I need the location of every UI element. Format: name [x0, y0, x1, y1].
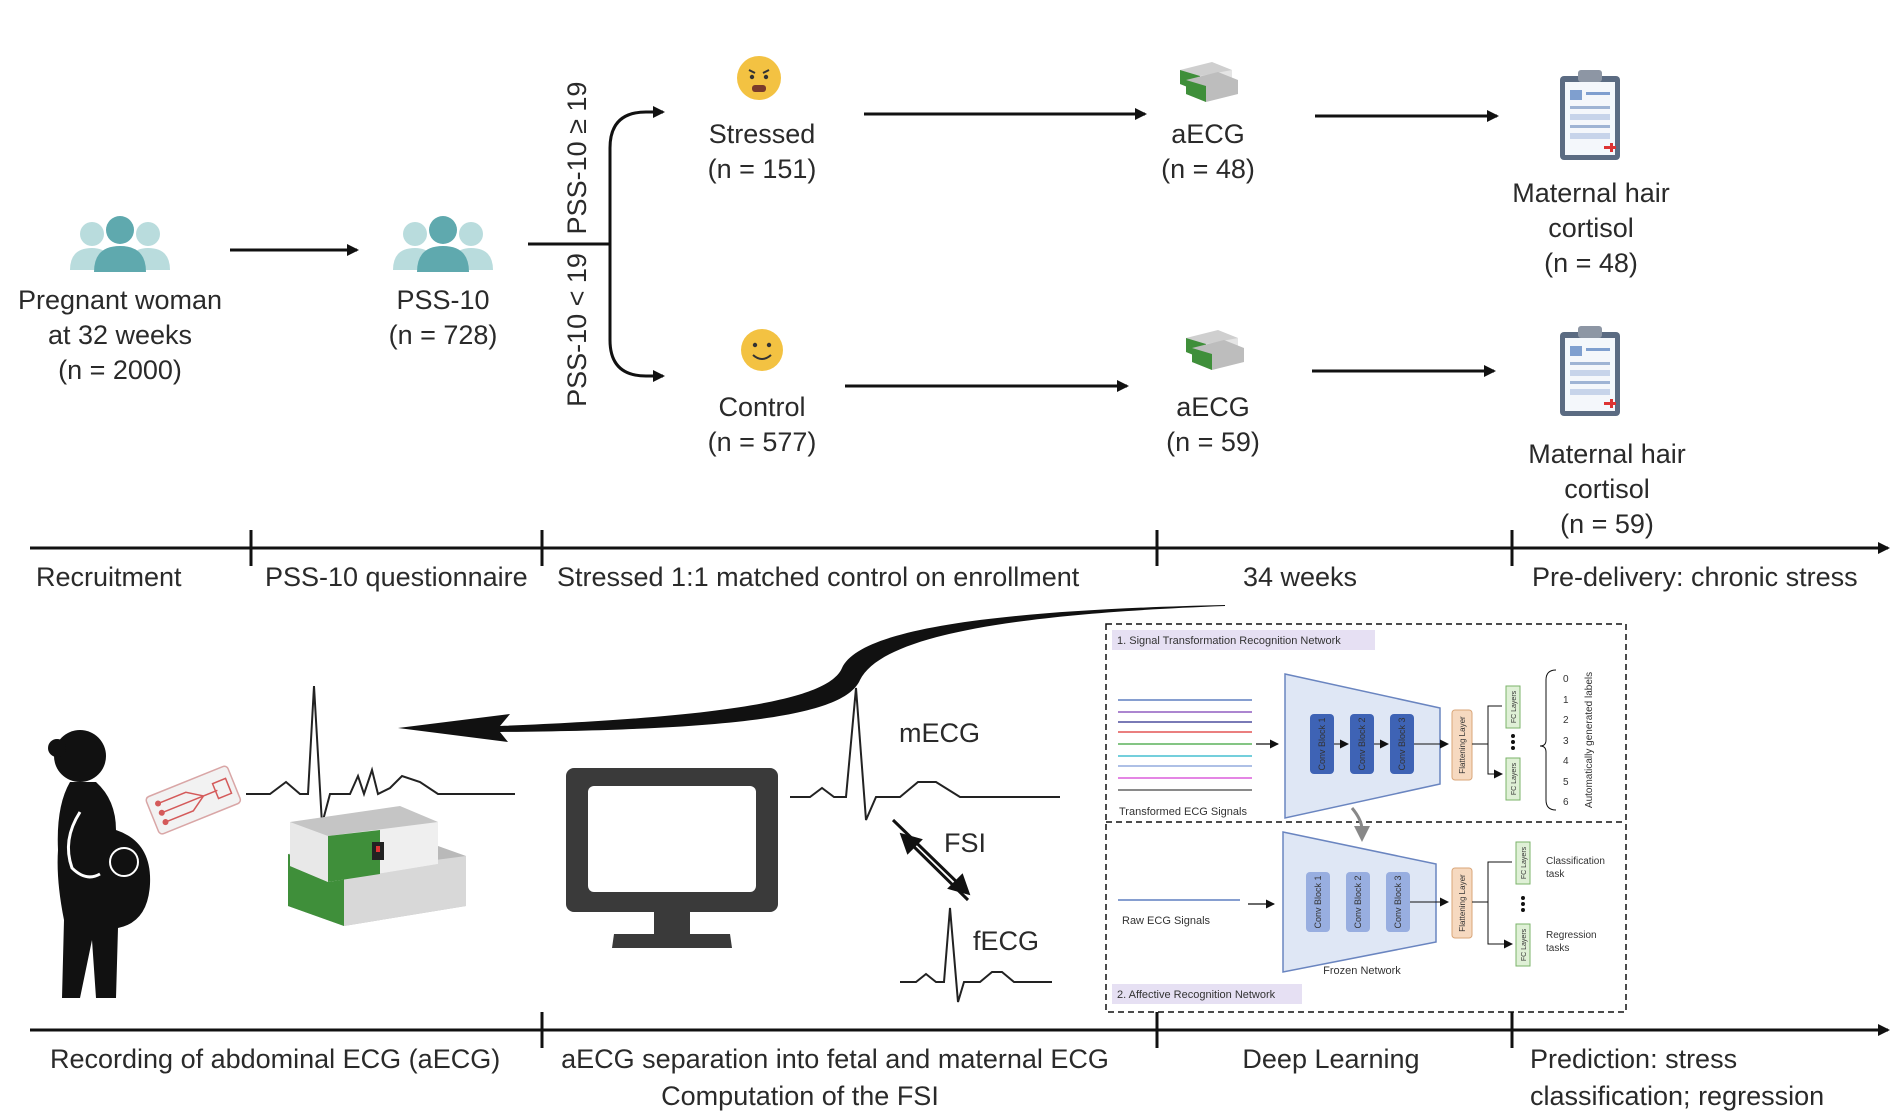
flatten-layer-2: Flattening Layer	[1458, 874, 1467, 932]
stressed-face-icon	[737, 56, 781, 100]
svg-text:5: 5	[1563, 777, 1569, 788]
fecg-trace	[900, 907, 1052, 1003]
conv-block-2: Conv Block 2	[1357, 717, 1367, 770]
branch-connector	[528, 106, 665, 382]
clipboard-icon-bottom	[1560, 326, 1620, 416]
mecg-label: mECG	[899, 718, 980, 748]
conv-block-1: Conv Block 1	[1317, 717, 1327, 770]
svg-text:1: 1	[1563, 695, 1569, 706]
stressed-label: Stressed	[709, 119, 816, 149]
frozen-conv-block-3: Conv Block 3	[1393, 875, 1403, 928]
computer-monitor-icon	[566, 768, 778, 948]
recruit-label-1: Pregnant woman	[18, 285, 222, 315]
fecg-label: fECG	[973, 926, 1039, 956]
recruit-count: (n = 2000)	[58, 355, 182, 385]
timeline-matched-control: Stressed 1:1 matched control on enrollme…	[557, 562, 1080, 592]
timeline-recording: Recording of abdominal ECG (aECG)	[50, 1044, 500, 1074]
aecg-trace	[246, 685, 515, 825]
regression-label: Regression	[1546, 930, 1597, 941]
cortisol-bottom-line1: Maternal hair	[1528, 439, 1686, 469]
svg-text:4: 4	[1563, 756, 1569, 767]
timeline-pss-questionnaire: PSS-10 questionnaire	[265, 562, 528, 592]
svg-text:2: 2	[1563, 715, 1569, 726]
branch-low-label: PSS-10 < 19	[562, 253, 592, 407]
mecg-trace	[790, 687, 1060, 821]
cortisol-top-count: (n = 48)	[1544, 248, 1638, 278]
timeline-prediction-1: Prediction: stress	[1530, 1044, 1737, 1074]
auto-labels-text: Automatically generated labels	[1584, 672, 1595, 808]
aecg-top-label: aECG	[1171, 119, 1245, 149]
top-timeline	[30, 530, 1890, 566]
timeline-fsi-computation: Computation of the FSI	[661, 1081, 939, 1111]
timeline-34-weeks: 34 weeks	[1243, 562, 1357, 592]
fc-layers-2b: FC Layers	[1521, 928, 1528, 961]
frozen-conv-block-2: Conv Block 2	[1353, 875, 1363, 928]
frozen-network-label: Frozen Network	[1323, 965, 1401, 977]
control-face-icon	[741, 329, 783, 371]
feedback-arrow	[398, 605, 1225, 742]
svg-text:0: 0	[1563, 674, 1569, 685]
pss-count: (n = 728)	[389, 320, 498, 350]
stressed-count: (n = 151)	[708, 154, 817, 184]
control-label: Control	[718, 392, 805, 422]
fc-layers-1b: FC Layers	[1511, 762, 1518, 795]
branch-high-label: PSS-10 ≥ 19	[562, 82, 592, 235]
aecg-top-count: (n = 48)	[1161, 154, 1255, 184]
raw-signals-label: Raw ECG Signals	[1122, 915, 1211, 927]
frozen-conv-block-1: Conv Block 1	[1313, 875, 1323, 928]
recruit-label-2: at 32 weeks	[48, 320, 192, 350]
timeline-deep-learning: Deep Learning	[1242, 1044, 1419, 1074]
timeline-recruitment: Recruitment	[36, 562, 182, 592]
aecg-device-icon-top	[1180, 62, 1238, 102]
timeline-pre-delivery: Pre-delivery: chronic stress	[1532, 562, 1858, 592]
svg-text:3: 3	[1563, 736, 1569, 747]
fsi-arrows	[891, 818, 971, 902]
timeline-prediction-2: classification; regression	[1530, 1081, 1824, 1111]
aecg-bottom-count: (n = 59)	[1166, 427, 1260, 457]
flatten-layer-1: Flattening Layer	[1458, 716, 1467, 774]
cortisol-bottom-count: (n = 59)	[1560, 509, 1654, 539]
control-count: (n = 577)	[708, 427, 817, 457]
clipboard-icon-top	[1560, 70, 1620, 160]
aecg-bottom-label: aECG	[1176, 392, 1250, 422]
electrode-patch-icon	[145, 765, 242, 835]
network-title-2: 2. Affective Recognition Network	[1117, 989, 1276, 1001]
timeline-separation: aECG separation into fetal and maternal …	[561, 1044, 1109, 1074]
classification-task-label: task	[1546, 869, 1565, 880]
fsi-label: FSI	[944, 828, 986, 858]
cortisol-bottom-line2: cortisol	[1564, 474, 1650, 504]
cortisol-top-line2: cortisol	[1548, 213, 1634, 243]
pregnant-women-group-icon	[70, 216, 170, 272]
svg-text:6: 6	[1563, 797, 1569, 808]
regression-tasks-label: tasks	[1546, 943, 1569, 954]
conv-block-3: Conv Block 3	[1397, 717, 1407, 770]
bottom-timeline	[30, 1012, 1890, 1048]
aecg-recorder-device	[288, 806, 466, 926]
aecg-device-icon-bottom	[1186, 330, 1244, 370]
pregnant-woman-icon	[48, 730, 151, 998]
pss-label: PSS-10	[396, 285, 489, 315]
network-title-1: 1. Signal Transformation Recognition Net…	[1117, 635, 1341, 647]
fc-layers-1a: FC Layers	[1511, 690, 1518, 723]
cortisol-top-line1: Maternal hair	[1512, 178, 1670, 208]
pss-group-icon	[393, 216, 493, 272]
fc-layers-2a: FC Layers	[1521, 846, 1528, 879]
transformed-signals-label: Transformed ECG Signals	[1119, 806, 1247, 818]
network-diagram: 1. Signal Transformation Recognition Net…	[1105, 623, 1627, 1013]
transformed-signals-traces	[1118, 699, 1252, 791]
classification-label: Classification	[1546, 856, 1605, 867]
label-numbers: 0 1 2 3 4 5 6	[1563, 674, 1569, 808]
